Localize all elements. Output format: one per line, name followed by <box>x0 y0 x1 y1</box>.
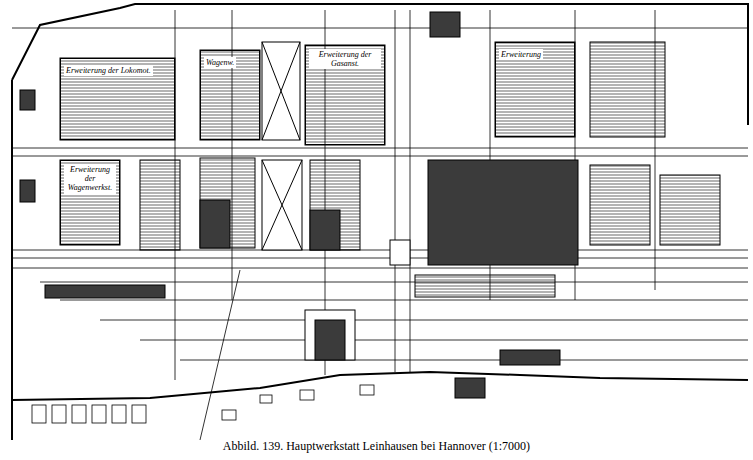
building-label: Erweiterung der Gasanst. <box>309 49 381 69</box>
buildings <box>20 12 720 398</box>
building: Erweiterung <box>495 42 575 137</box>
building-label: Erweiterung <box>499 49 543 60</box>
building: Erweiterung der Lokomot. <box>60 58 175 140</box>
building-label: Wagenw. <box>204 57 236 68</box>
figure-caption: Abbild. 139. Hauptwerkstatt Leinhausen b… <box>221 439 532 454</box>
building-label: Erweiterung der Wagenwerkst. <box>64 164 116 194</box>
building: Wagenw. <box>200 50 260 140</box>
building: Erweiterung der Wagenwerkst. <box>60 160 120 245</box>
building-label: Erweiterung der Lokomot. <box>64 65 153 76</box>
building: Erweiterung der Gasanst. <box>305 45 385 145</box>
site-boundary <box>12 4 748 440</box>
houses <box>32 385 374 423</box>
tracks <box>12 10 748 440</box>
